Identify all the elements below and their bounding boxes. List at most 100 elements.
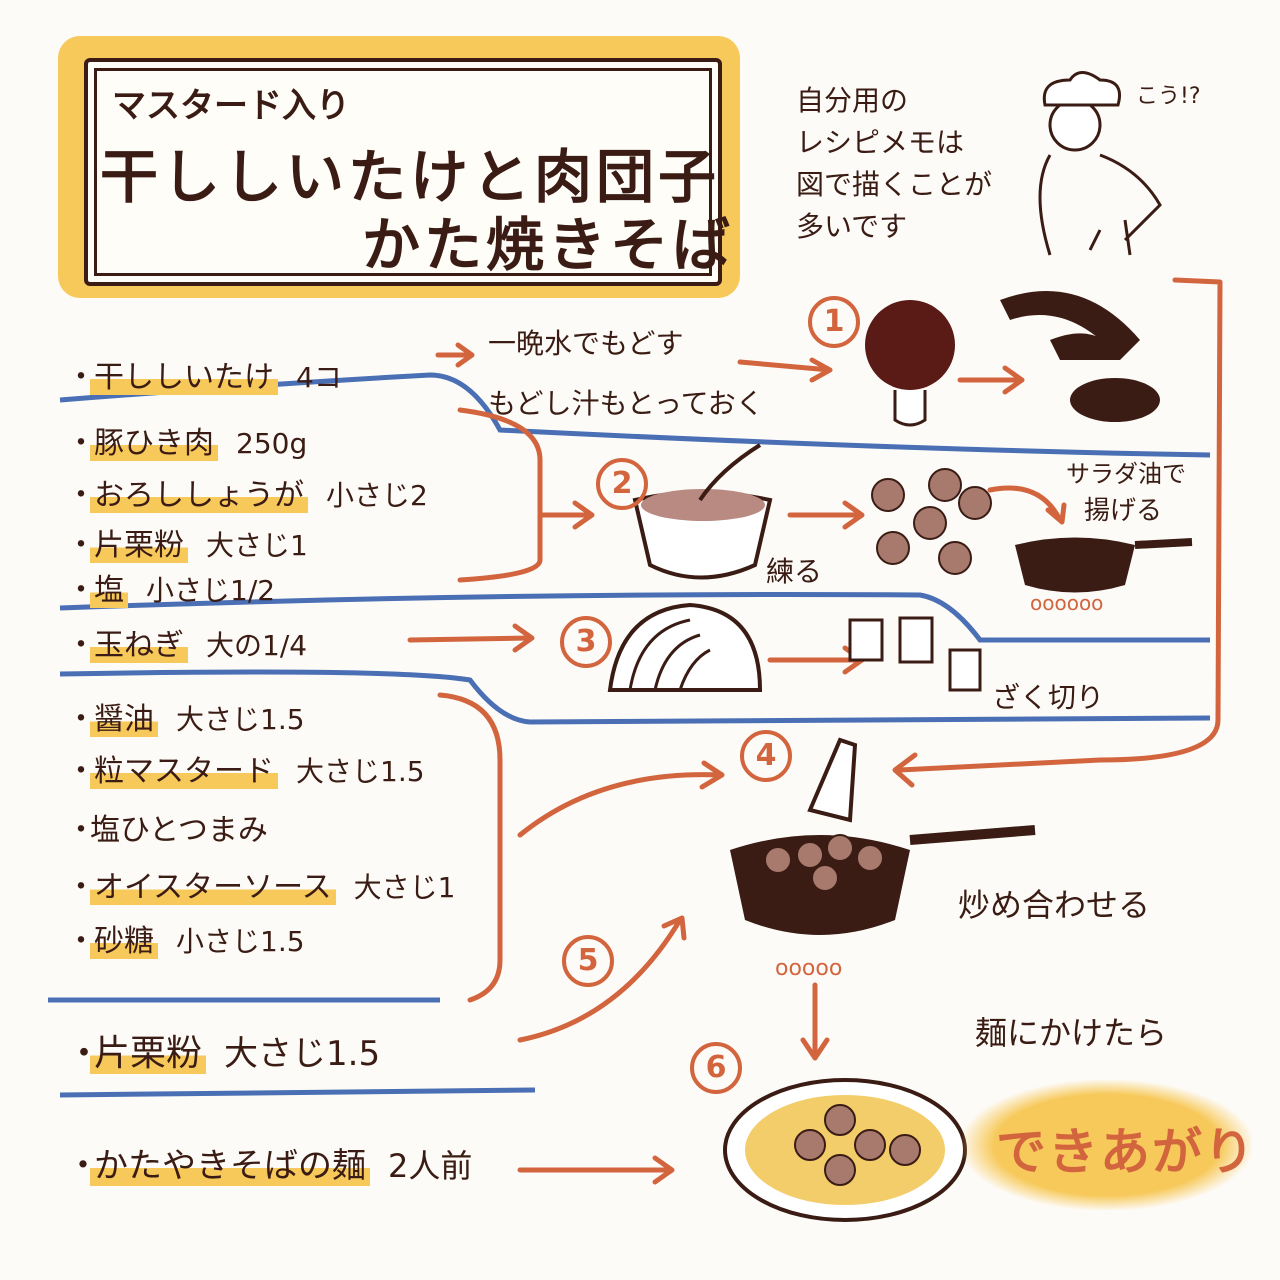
bullet: ・ <box>66 573 96 608</box>
ingredient-katakuri-1: ・片栗粉大さじ1 <box>66 520 308 564</box>
title-frame-inner <box>84 58 722 286</box>
ingredient-qty: 大さじ1 <box>206 529 308 562</box>
shiitake-dry <box>865 300 955 390</box>
character-head <box>1048 98 1102 152</box>
ingredient-shiitake: ・干ししいたけ 4コ <box>66 352 342 396</box>
recipe-subtitle: マスタード入り <box>112 86 350 126</box>
burner-flame-2: ooooo <box>775 956 842 981</box>
ingredient-name: 玉ねぎ <box>90 628 188 663</box>
step6-pour: 麺にかけたら <box>975 1014 1168 1052</box>
ingredient-mustard: ・粒マスタード大さじ1.5 <box>66 746 425 790</box>
step4-stir: 炒め合わせる <box>958 886 1151 924</box>
bullet: ・ <box>66 628 96 663</box>
step-number-4: 4 <box>740 730 792 782</box>
onion-half <box>607 602 763 692</box>
step-number-5: 5 <box>562 935 614 987</box>
fry-pan-handle <box>1134 538 1193 549</box>
ingredient-onion: ・玉ねぎ大の1/4 <box>66 620 307 664</box>
bullet: ・ <box>66 702 96 737</box>
bullet: ・ <box>66 1033 103 1074</box>
bullet: ・ <box>66 754 96 789</box>
ingredient-qty: 4コ <box>296 361 342 394</box>
ingredient-qty: 2人前 <box>388 1147 473 1185</box>
recipe-title-line1: 干ししいたけと肉団子 <box>100 143 721 211</box>
arrow-step5 <box>517 915 687 1043</box>
ingredient-qty: 250g <box>236 427 308 460</box>
meatballs-wok <box>764 834 884 892</box>
ingredient-qty: 大さじ1.5 <box>224 1034 381 1074</box>
hand <box>698 443 762 502</box>
arrow-down <box>800 982 830 1061</box>
ingredient-name: 塩ひとつまみ <box>90 813 268 848</box>
onion-lines <box>628 618 711 691</box>
bullet: ・ <box>66 870 96 905</box>
ingredient-name: オイスターソース <box>90 870 336 905</box>
onion-pieces <box>848 616 982 692</box>
step-number-3: 3 <box>560 616 612 668</box>
step-number-2: 2 <box>596 458 648 510</box>
wok-handle <box>909 825 1036 845</box>
spatula <box>807 737 858 823</box>
bullet: ・ <box>66 360 96 395</box>
step-number-1: 1 <box>808 296 860 348</box>
bullet: ・ <box>66 1146 100 1186</box>
arrow-shiitake <box>435 342 475 368</box>
ingredient-name: 片栗粉 <box>90 1033 207 1074</box>
burner-flame-1: oooooo <box>1030 591 1103 615</box>
ingredient-name: かたやきそばの麺 <box>90 1146 370 1186</box>
arrow-sauce <box>517 760 725 838</box>
fry-pan <box>1015 537 1135 593</box>
step3-cut: ざく切り <box>992 681 1105 714</box>
shiitake-sliced <box>1000 291 1140 360</box>
shiitake-stem <box>893 390 927 427</box>
divider-3 <box>59 669 1211 725</box>
divider-5 <box>59 1087 536 1098</box>
ingredient-pork: ・豚ひき肉 250g <box>66 418 307 462</box>
step-number-6: 6 <box>690 1042 742 1094</box>
ingredient-name: 砂糖 <box>90 924 158 959</box>
arrow-onion <box>407 623 535 653</box>
ingredient-name: 粒マスタード <box>90 754 278 789</box>
arrow-step1b <box>957 365 1025 395</box>
memo-line: 自分用の <box>796 84 909 117</box>
bracket-sauce <box>437 692 503 1003</box>
bullet: ・ <box>66 924 96 959</box>
ingredient-qty: 大の1/4 <box>206 629 308 662</box>
character-speech: こう!? <box>1136 84 1201 109</box>
character-chef-hat <box>1042 71 1121 107</box>
memo-note: 自分用の レシピメモは 図で描くことが 多いです <box>796 80 992 248</box>
ingredient-ginger: ・おろししょうが小さじ2 <box>66 470 428 514</box>
bullet: ・ <box>66 813 96 848</box>
ingredient-name: 豚ひき肉 <box>90 426 218 461</box>
arrow-fry <box>987 485 1067 525</box>
bracket-step2 <box>457 407 543 583</box>
memo-line: レシピメモは <box>796 126 965 159</box>
arrow-step2b <box>787 500 865 530</box>
arrow-step3 <box>767 645 865 675</box>
meat-mix <box>641 489 765 521</box>
memo-line: 図で描くことが <box>796 168 993 201</box>
ingredient-katakuri-2: ・片栗粉大さじ1.5 <box>66 1024 380 1076</box>
ingredient-sugar: ・砂糖小さじ1.5 <box>66 916 305 960</box>
ingredient-qty: 大さじ1 <box>353 871 456 904</box>
bullet: ・ <box>66 426 96 461</box>
bracket-right <box>892 277 1223 788</box>
character-body <box>1038 153 1162 256</box>
noodles-bed <box>745 1095 945 1205</box>
ingredient-name: 塩 <box>90 573 128 608</box>
memo-line: 多いです <box>796 210 908 243</box>
ingredient-qty: 小さじ2 <box>326 479 428 512</box>
ingredient-oyster: ・オイスターソース大さじ1 <box>66 862 455 906</box>
bullet: ・ <box>66 478 96 513</box>
arrow-step2 <box>537 500 595 530</box>
done-burst <box>962 1080 1252 1210</box>
done-label: できあがり <box>996 1123 1256 1181</box>
bullet: ・ <box>66 528 96 563</box>
ingredient-name: 片栗粉 <box>90 528 188 563</box>
recipe-title-line2: かた焼きそば <box>362 211 735 279</box>
ingredient-name: 干ししいたけ <box>90 360 278 395</box>
step1-note2: もどし汁もとっておく <box>488 387 764 420</box>
step2-knead: 練る <box>766 555 823 588</box>
ingredient-qty: 大さじ1.5 <box>296 755 425 788</box>
shiitake-cap <box>1070 378 1160 422</box>
